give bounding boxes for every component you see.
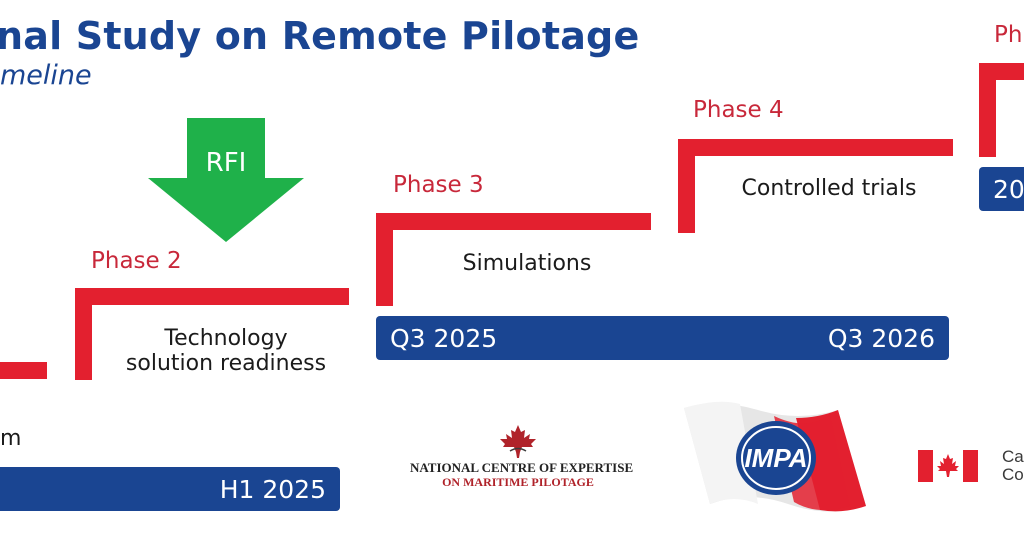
- page-subtitle: meline: [0, 60, 92, 91]
- phase4-step-horizontal: [678, 139, 953, 156]
- canada-logo: Ca Co: [918, 447, 1024, 487]
- phase3-step-vertical: [376, 213, 393, 306]
- timeline-start-label: 20: [993, 175, 1024, 204]
- canada-wordmark-line2: Co: [1002, 465, 1024, 484]
- page-title: nal Study on Remote Pilotage: [0, 14, 640, 58]
- impa-logo: IMPA: [678, 398, 872, 520]
- phase2-step-horizontal: [75, 288, 349, 305]
- timeline-bar-h1-2025: H1 2025: [0, 467, 340, 511]
- rfi-label: RFI: [205, 148, 247, 178]
- timeline-end-label: Q3 2026: [827, 324, 935, 353]
- phase5-step-vertical: [979, 63, 996, 157]
- maple-leaf-icon: [500, 425, 536, 458]
- phase2-description-line2: solution readiness: [125, 351, 327, 376]
- phase3-description: Simulations: [462, 251, 592, 276]
- timeline-start-label: Q3 2025: [390, 324, 498, 353]
- phase4-description: Controlled trials: [741, 176, 917, 201]
- phase3-step-horizontal: [376, 213, 651, 230]
- impa-text: IMPA: [744, 443, 807, 473]
- phase2-step-vertical: [75, 288, 92, 380]
- phase2-description: Technology solution readiness: [110, 326, 342, 376]
- impa-flag-icon: IMPA: [684, 401, 866, 512]
- timeline-end-label: H1 2025: [219, 475, 326, 504]
- phase1-step-horizontal: [0, 362, 47, 379]
- phase4-step-vertical: [678, 139, 695, 233]
- down-arrow-icon: [148, 118, 304, 242]
- rfi-arrow: RFI: [148, 118, 304, 242]
- phase4-label: Phase 4: [693, 97, 784, 123]
- phase5-label: Ph: [994, 22, 1023, 48]
- phase3-label: Phase 3: [393, 172, 484, 198]
- timeline-bar-q3-2025-q3-2026: Q3 2025 Q3 2026: [376, 316, 949, 360]
- phase2-label: Phase 2: [91, 248, 182, 274]
- ncemp-line2: ON MARITIME PILOTAGE: [442, 475, 594, 489]
- canada-wordmark-line1: Ca: [1002, 447, 1024, 466]
- ncemp-logo: NATIONAL CENTRE OF EXPERTISE ON MARITIME…: [410, 424, 634, 494]
- timeline-bar-phase5: 20: [979, 167, 1024, 211]
- phase2-description-line1: Technology: [164, 326, 288, 351]
- phase1-description: m: [0, 426, 22, 451]
- ncemp-line1: NATIONAL CENTRE OF EXPERTISE: [410, 460, 634, 475]
- canada-flag-icon: [918, 450, 978, 482]
